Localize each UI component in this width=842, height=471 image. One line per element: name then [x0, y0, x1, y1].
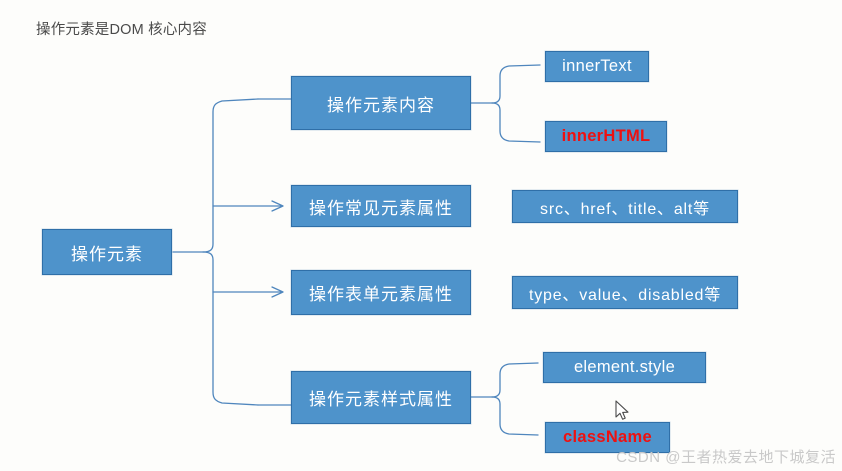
node-leaf-element-style[interactable]: element.style: [543, 352, 706, 383]
mouse-cursor-icon: [615, 400, 629, 420]
node-leaf-form-attr-list[interactable]: type、value、disabled等: [512, 276, 738, 309]
node-branch-common-attrs[interactable]: 操作常见元素属性: [291, 185, 471, 227]
content-brace-upper: [491, 64, 541, 104]
node-leaf-classname-label: className: [563, 428, 652, 446]
node-leaf-classname[interactable]: className: [545, 422, 670, 453]
node-leaf-common-attr-list-label: src、href、title、alt等: [540, 200, 710, 218]
node-branch-style-attrs-label: 操作元素样式属性: [309, 390, 453, 409]
node-branch-content[interactable]: 操作元素内容: [291, 76, 471, 130]
node-branch-common-attrs-label: 操作常见元素属性: [309, 198, 453, 218]
node-root-label: 操作元素: [71, 244, 143, 264]
node-leaf-innerhtml-label: innerHTML: [561, 127, 651, 145]
node-branch-style-attrs[interactable]: 操作元素样式属性: [291, 371, 471, 424]
node-leaf-common-attr-list[interactable]: src、href、title、alt等: [512, 190, 738, 223]
node-leaf-innertext[interactable]: innerText: [545, 51, 649, 82]
node-branch-form-attrs-label: 操作表单元素属性: [309, 285, 453, 304]
node-leaf-element-style-label: element.style: [573, 358, 676, 376]
node-leaf-form-attr-list-label: type、value、disabled等: [528, 286, 722, 304]
page-title: 操作元素是DOM 核心内容: [36, 22, 207, 38]
style-brace-upper: [491, 362, 539, 398]
style-brace-lower: [491, 396, 539, 436]
left-brace-upper: [202, 98, 259, 253]
branch-arrow-3: [271, 286, 284, 298]
node-leaf-innertext-label: innerText: [562, 57, 632, 75]
node-branch-form-attrs[interactable]: 操作表单元素属性: [291, 270, 471, 315]
node-root[interactable]: 操作元素: [42, 229, 172, 275]
node-branch-content-label: 操作元素内容: [327, 95, 435, 115]
branch-arrow-2: [271, 200, 284, 212]
node-leaf-innerhtml[interactable]: innerHTML: [545, 121, 667, 152]
content-brace-lower: [491, 102, 541, 143]
watermark: CSDN @王者热爱去地下城复活: [616, 449, 836, 466]
left-brace-lower: [202, 251, 259, 406]
